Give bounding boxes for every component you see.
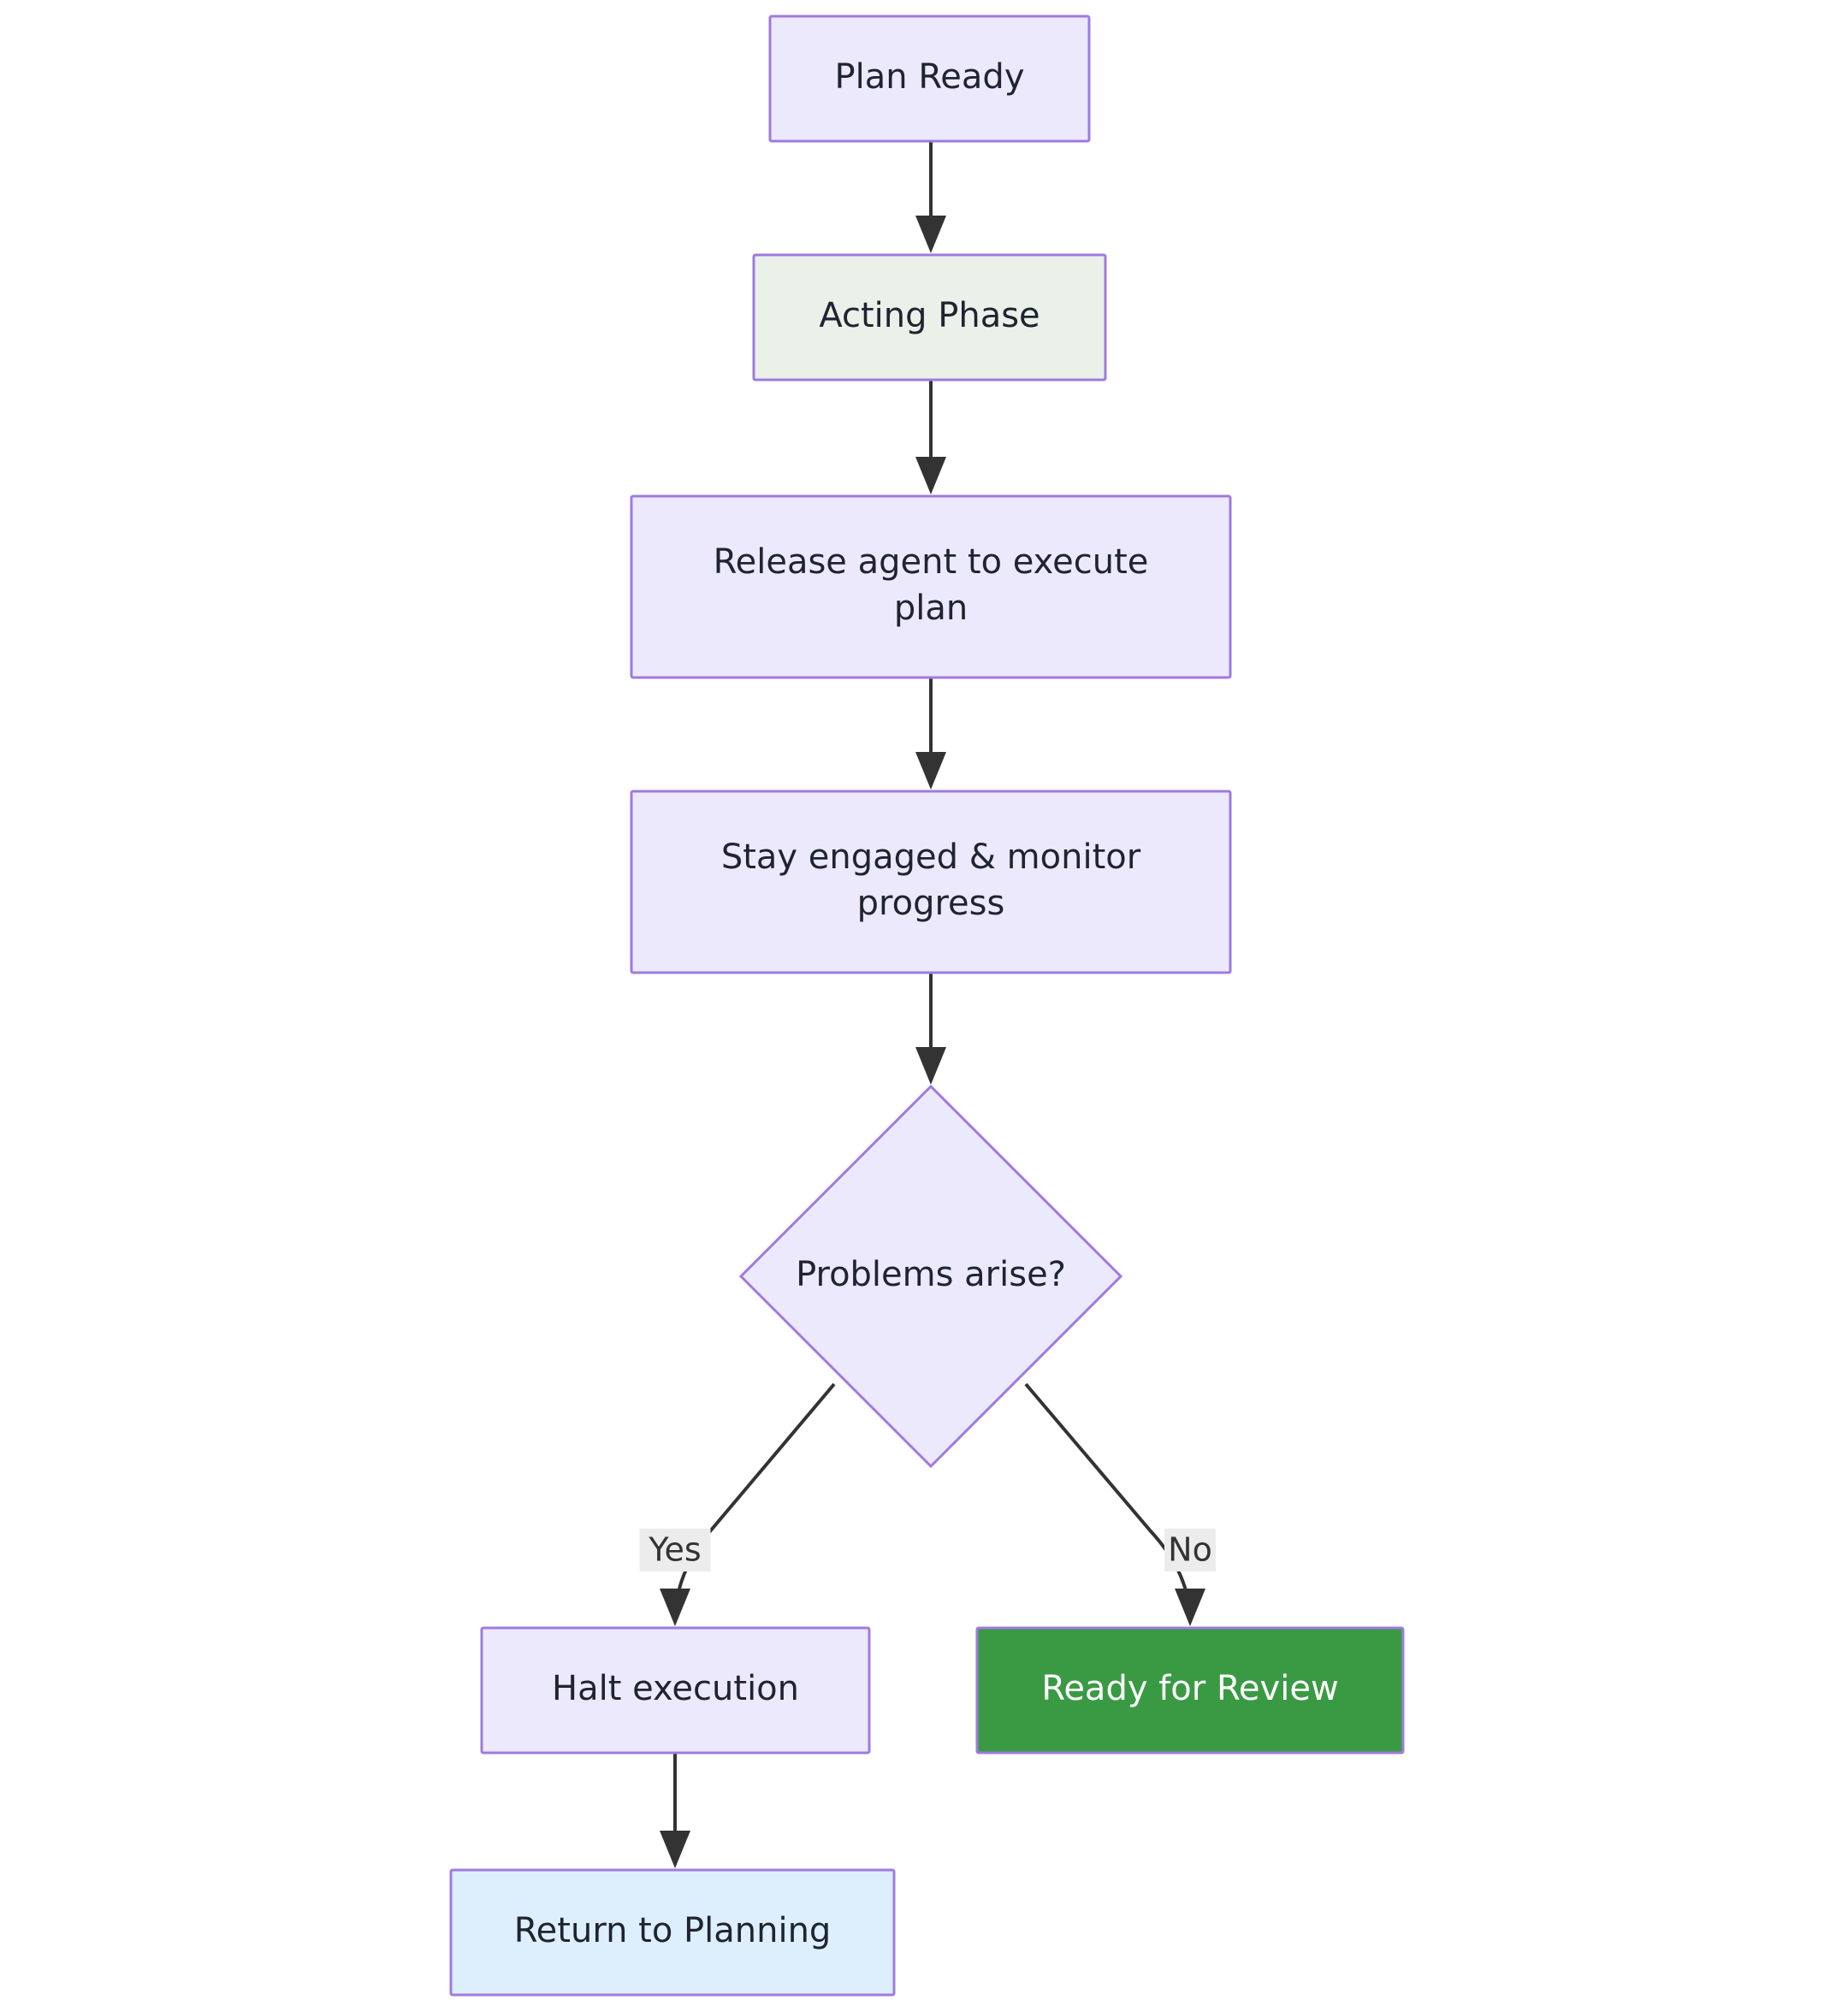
node-shape-release-agent: [630, 494, 1232, 679]
node-label-ready-for-review: Ready for Review: [1041, 1669, 1338, 1708]
edge-label-text: Yes: [648, 1531, 701, 1569]
node-label-return-to-planning: Return to Planning: [514, 1911, 832, 1950]
edge-problems-arise-to-halt-execution: [660, 1382, 836, 1626]
node-shape-halt-execution: [480, 1626, 871, 1755]
edge-label-yes: Yes: [639, 1529, 711, 1571]
node-label-halt-execution: Halt execution: [552, 1669, 799, 1708]
node-shape-problems-arise: [738, 1084, 1123, 1469]
node-halt-execution[interactable]: Halt execution: [480, 1626, 871, 1755]
edge-label-text: No: [1168, 1531, 1212, 1569]
edge-label-bg: [639, 1529, 711, 1571]
node-label-acting-phase: Acting Phase: [819, 296, 1040, 335]
node-acting-phase[interactable]: Acting Phase: [752, 253, 1107, 382]
node-label-problems-arise: Problems arise?: [796, 1255, 1066, 1294]
node-problems-arise[interactable]: Problems arise?: [738, 1084, 1123, 1469]
edge-labels-layer: Yes No: [639, 1529, 1216, 1571]
edges-layer: [660, 141, 1205, 1868]
node-shape-acting-phase: [752, 253, 1107, 382]
node-shape-return-to-planning: [449, 1868, 896, 1997]
node-ready-for-review[interactable]: Ready for Review: [975, 1626, 1405, 1755]
edge-problems-arise-to-ready-for-review: [1024, 1382, 1205, 1626]
edge-label-bg: [1164, 1529, 1216, 1571]
node-plan-ready[interactable]: Plan Ready: [768, 15, 1091, 143]
node-shape-stay-engaged: [630, 790, 1232, 974]
node-return-to-planning[interactable]: Return to Planning: [449, 1868, 896, 1997]
node-label-plan-ready: Plan Ready: [835, 57, 1025, 97]
node-shape-plan-ready: [768, 15, 1091, 143]
edge-label-no: No: [1164, 1529, 1216, 1571]
node-shape-ready-for-review: [975, 1626, 1405, 1755]
